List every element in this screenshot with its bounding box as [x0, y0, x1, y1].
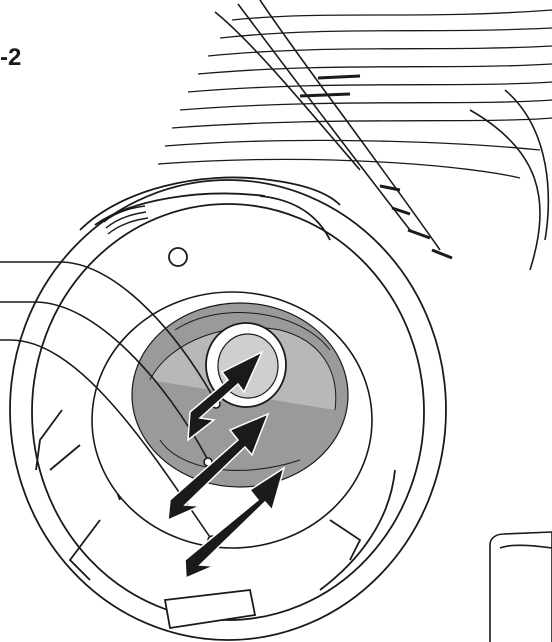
bayonet-tab-left [35, 409, 63, 471]
lens-barrel [157, 0, 552, 330]
bayonet-tab-bottom [163, 589, 257, 630]
arrow-double-middle [167, 412, 270, 522]
electrical-contacts [103, 205, 149, 235]
mount-index-dot [168, 247, 188, 267]
step-label: -2 [0, 44, 22, 71]
cleaning-arrows [167, 350, 286, 580]
zoom-scale-marks [299, 74, 453, 260]
arrow-double-bottom [184, 466, 286, 580]
barrel-ribs [157, 9, 552, 179]
rear-element-cavity [91, 291, 373, 549]
lens-cap [489, 531, 552, 642]
callout-line-1 [0, 261, 217, 403]
arrow-double-top [187, 350, 264, 442]
